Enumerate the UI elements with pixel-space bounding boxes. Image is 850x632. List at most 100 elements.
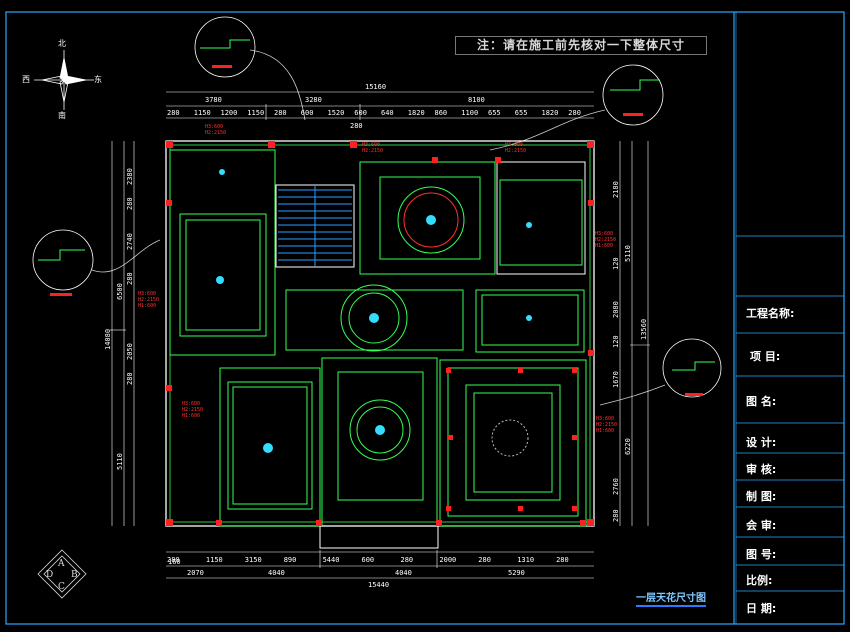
red-markers <box>166 141 594 526</box>
svg-text:H2:2150: H2:2150 <box>596 422 617 428</box>
svg-text:8100: 8100 <box>468 96 485 104</box>
svg-text:4040: 4040 <box>395 569 412 577</box>
dim-top-total: 15160 <box>365 83 386 91</box>
dimension-label: 280 <box>556 556 569 564</box>
svg-text:H2:2150: H2:2150 <box>595 237 616 243</box>
logo-mark <box>37 549 87 599</box>
callout-details <box>38 39 715 371</box>
svg-text:H2:2150: H2:2150 <box>505 148 526 154</box>
dimension-label: 1200 <box>221 109 238 117</box>
dimension-label: 1150 <box>247 109 264 117</box>
logo-letters: D A B C <box>46 559 78 592</box>
dimension-label: 1150 <box>206 556 223 564</box>
dimension-label: 1820 <box>408 109 425 117</box>
svg-text:2380: 2380 <box>126 168 134 185</box>
svg-text:H1:600: H1:600 <box>182 413 200 419</box>
dimension-label: 3150 <box>245 556 262 564</box>
svg-text:6220: 6220 <box>624 438 632 455</box>
dimension-label: 600 <box>301 109 314 117</box>
title-block-design: 设 计: <box>746 436 777 449</box>
compass-rose <box>34 50 94 110</box>
svg-text:A: A <box>57 559 65 569</box>
pendant-light <box>491 419 529 457</box>
title-block-drafting: 制 图: <box>746 490 777 503</box>
left-dimensions: 14080 6500 5110 2380 280 2740 280 2050 2… <box>104 168 134 470</box>
right-dimensions: 13560 5110 6220 2180 120 2080 120 1670 2… <box>612 181 648 522</box>
title-block-review: 审 核: <box>746 463 777 476</box>
svg-text:5290: 5290 <box>508 569 525 577</box>
dimension-label: 280 <box>167 556 180 564</box>
svg-text:2080: 2080 <box>612 301 620 318</box>
svg-text:13560: 13560 <box>640 319 648 340</box>
svg-text:2760: 2760 <box>612 478 620 495</box>
svg-text:B: B <box>71 570 78 580</box>
svg-text:2180: 2180 <box>612 181 620 198</box>
svg-text:6500: 6500 <box>116 283 124 300</box>
svg-text:280: 280 <box>126 272 134 285</box>
dimension-label: 860 <box>435 109 448 117</box>
svg-text:H3:600: H3:600 <box>182 401 200 407</box>
svg-text:3280: 3280 <box>305 96 322 104</box>
svg-text:2050: 2050 <box>126 343 134 360</box>
svg-text:H1:600: H1:600 <box>596 428 614 434</box>
compass-south-label: 南 <box>58 111 66 120</box>
svg-text:H3:600: H3:600 <box>362 142 380 148</box>
svg-text:280: 280 <box>126 197 134 210</box>
construction-note: 注：请在施工前先核对一下整体尺寸 <box>455 36 707 55</box>
dimension-label: 1820 <box>542 109 559 117</box>
title-block-grid <box>736 235 844 592</box>
dimension-label: 280 <box>274 109 287 117</box>
title-block-item: 项 目: <box>750 350 781 363</box>
title-block-date: 日 期: <box>746 602 777 615</box>
svg-text:160: 160 <box>168 558 181 566</box>
dimension-label: 280 <box>478 556 491 564</box>
dimension-label: 280 <box>401 556 414 564</box>
light-fixtures <box>216 169 532 453</box>
title-block-drawing-no: 图 号: <box>746 548 777 561</box>
compass-north-label: 北 <box>58 39 66 48</box>
svg-text:H2:2150: H2:2150 <box>182 407 203 413</box>
svg-text:1670: 1670 <box>612 371 620 388</box>
stair-treads <box>278 186 352 266</box>
dimension-label: 2000 <box>439 556 456 564</box>
svg-text:H3:600: H3:600 <box>138 291 156 297</box>
dimension-label: 655 <box>515 109 528 117</box>
svg-text:D: D <box>46 570 53 580</box>
callout-red-tags <box>50 65 703 396</box>
dimension-label: 5440 <box>323 556 340 564</box>
top-dimensions: 15160 3780 3280 8100 280 <box>205 83 485 130</box>
svg-text:H3:600: H3:600 <box>505 142 523 148</box>
dimension-label: 1520 <box>328 109 345 117</box>
svg-text:120: 120 <box>612 335 620 348</box>
svg-text:120: 120 <box>612 257 620 270</box>
sheet-title: 一层天花尺寸图 <box>636 589 706 607</box>
svg-text:C: C <box>58 582 65 592</box>
svg-text:H2:2150: H2:2150 <box>205 130 226 136</box>
svg-text:H3:600: H3:600 <box>595 231 613 237</box>
compass-west-label: 西 <box>22 75 30 84</box>
dimension-label: 280 <box>167 109 180 117</box>
dimension-label: 655 <box>488 109 501 117</box>
svg-text:H1:600: H1:600 <box>138 303 156 309</box>
svg-text:14080: 14080 <box>104 329 112 350</box>
dimension-lines <box>110 91 650 579</box>
dimension-label: 890 <box>284 556 297 564</box>
svg-text:2070: 2070 <box>187 569 204 577</box>
rooms <box>169 149 587 549</box>
dimension-label: 1150 <box>194 109 211 117</box>
svg-text:H2:2150: H2:2150 <box>362 148 383 154</box>
dimension-label: 600 <box>354 109 367 117</box>
dimension-label: 1310 <box>517 556 534 564</box>
title-block-countersign: 会 审: <box>746 519 777 532</box>
title-block-scale: 比例: <box>746 574 773 587</box>
svg-text:5110: 5110 <box>624 245 632 262</box>
dimension-label: 280 <box>568 109 581 117</box>
dimension-label: 1100 <box>461 109 478 117</box>
svg-text:2740: 2740 <box>126 233 134 250</box>
outer-frame <box>5 11 845 625</box>
svg-text:3780: 3780 <box>205 96 222 104</box>
